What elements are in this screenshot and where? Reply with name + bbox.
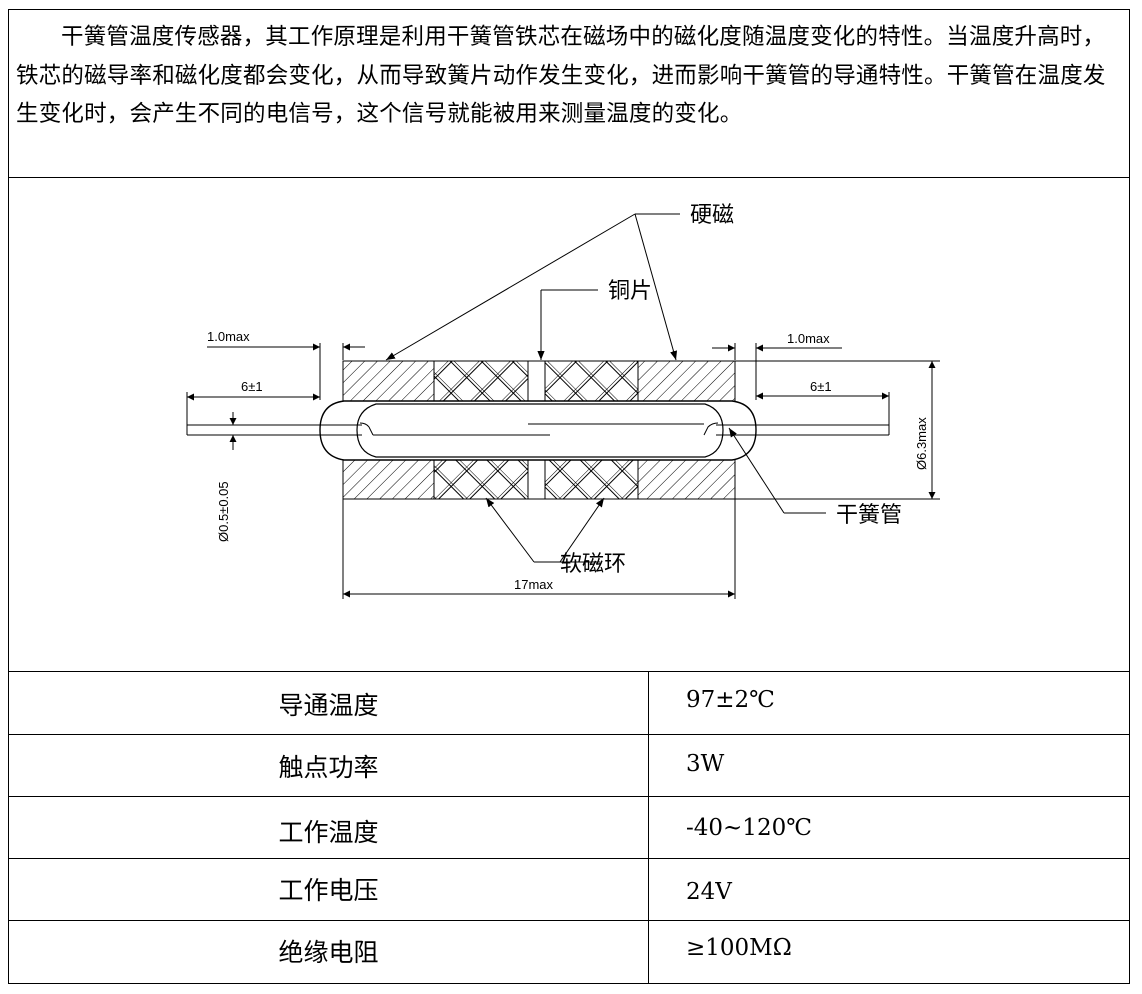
dim-gap-right: 1.0max [712, 331, 842, 400]
label-reed-switch: 干簧管 [836, 502, 902, 527]
table-row-divider [8, 920, 1130, 921]
table-row-divider [8, 796, 1130, 797]
callout-hard-magnet: 硬磁 [385, 202, 734, 361]
label-copper-sheet: 铜片 [608, 278, 652, 303]
reed-leads [186, 423, 890, 436]
dim-lead-left: 6±1 [186, 379, 320, 425]
upper-magnet-stack [342, 360, 736, 402]
callout-reed-switch: 干簧管 [728, 427, 902, 527]
dim-lead-right-text: 6±1 [810, 379, 832, 394]
sensor-diagram: 硬磁 铜片 干簧管 软磁环 1.0max 1.0max 6±1 [9, 178, 1129, 671]
label-soft-ring: 软磁环 [560, 551, 626, 576]
dim-total-length: 17max [342, 499, 736, 599]
spec-value-contact-power: 3W [686, 751, 725, 777]
spec-value-operating-voltage: 24V [686, 879, 732, 905]
dim-gap-left: 1.0max [207, 329, 365, 400]
spec-value-insulation-resistance: ≥100MΩ [686, 935, 792, 961]
dim-lead-left-text: 6±1 [241, 379, 263, 394]
document-frame [8, 9, 1130, 984]
dim-gap-right-text: 1.0max [787, 331, 830, 346]
callout-soft-ring: 软磁环 [485, 497, 626, 576]
spec-label-operating-voltage: 工作电压 [278, 876, 379, 905]
divider-intro [8, 177, 1130, 178]
lower-magnet-stack [342, 457, 736, 500]
dim-outer-diameter-text: Ø6.3max [914, 417, 929, 470]
spec-label-contact-power: 触点功率 [278, 753, 379, 782]
spec-label-conduction-temp: 导通温度 [278, 691, 379, 720]
dim-lead-right: 6±1 [756, 379, 890, 425]
dim-outer-diameter: Ø6.3max [735, 360, 940, 500]
dim-lead-diameter-text: Ø0.5±0.05 [216, 481, 231, 542]
spec-value-conduction-temp: 97±2℃ [686, 687, 775, 713]
spec-label-insulation-resistance: 绝缘电阻 [278, 938, 379, 967]
dim-total-length-text: 17max [514, 577, 554, 592]
divider-diagram [8, 671, 1130, 672]
dim-lead-diameter: Ø0.5±0.05 [216, 412, 237, 542]
spec-label-operating-temp: 工作温度 [278, 818, 379, 847]
dim-gap-left-text: 1.0max [207, 329, 250, 344]
table-row-divider [8, 858, 1130, 859]
reed-glass-tube [319, 400, 757, 461]
spec-value-operating-temp: -40~120℃ [686, 815, 812, 841]
table-column-divider [648, 672, 649, 984]
callout-copper-sheet: 铜片 [537, 278, 652, 360]
label-hard-magnet: 硬磁 [690, 202, 734, 227]
intro-paragraph: 干簧管温度传感器，其工作原理是利用干簧管铁芯在磁场中的磁化度随温度变化的特性。当… [16, 24, 1106, 127]
table-row-divider [8, 734, 1130, 735]
